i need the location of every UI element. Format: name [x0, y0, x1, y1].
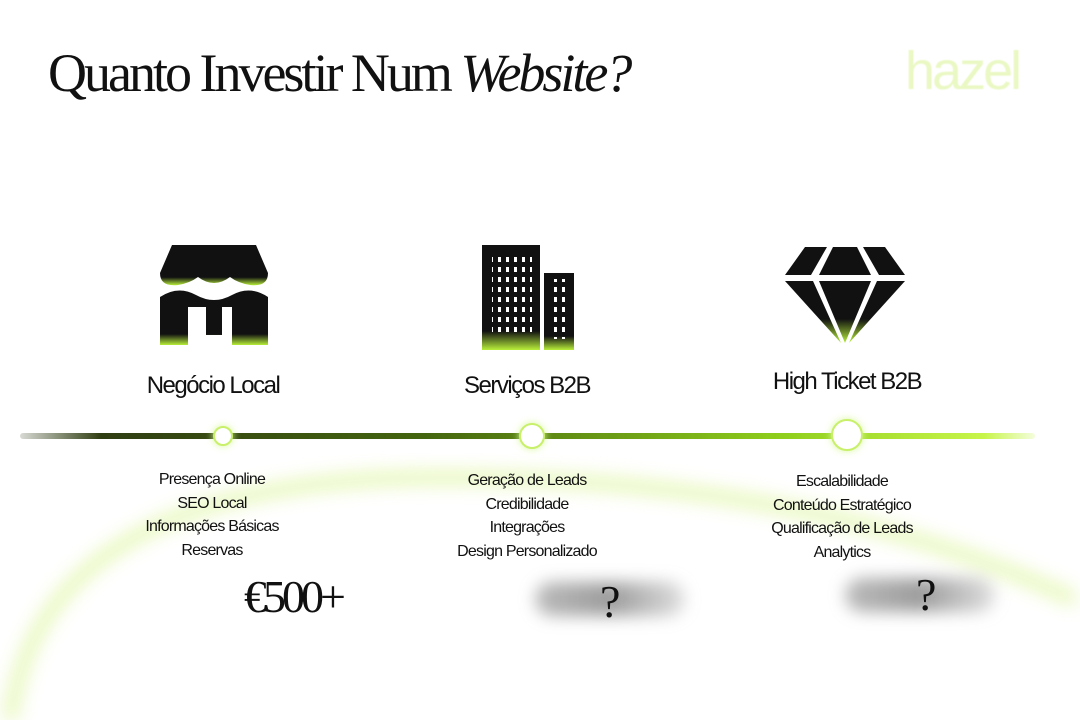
feature-list: Escalabilidade Conteúdo Estratégico Qual…	[692, 470, 992, 564]
feature-item: Geração de Leads	[467, 472, 588, 489]
blurred-price	[535, 582, 685, 616]
tier-heading: Negócio Local	[146, 372, 281, 399]
diamond-icon	[785, 247, 905, 343]
feature-list: Presença Online SEO Local Informações Bá…	[62, 468, 362, 562]
office-buildings-icon	[482, 245, 574, 350]
price: ?	[916, 569, 937, 620]
timeline-node	[213, 426, 233, 446]
timeline-node	[519, 423, 545, 449]
feature-item: Conteúdo Estratégico	[773, 496, 912, 514]
feature-item: Qualificação de Leads	[771, 520, 913, 537]
feature-item: Analytics	[813, 543, 872, 561]
feature-item: Credibilidade	[485, 495, 570, 513]
tier-heading: High Ticket B2B	[772, 368, 923, 395]
storefront-icon	[160, 245, 268, 345]
page-title: Quanto Investir Num Website?	[48, 43, 632, 103]
feature-list: Geração de Leads Credibilidade Integraçõ…	[377, 469, 677, 563]
feature-item: Informações Básicas	[145, 518, 279, 535]
feature-item: Escalabilidade	[796, 473, 889, 490]
timeline-node	[831, 419, 863, 451]
feature-item: Integrações	[489, 519, 566, 536]
hazel-logo: hazel	[905, 41, 1022, 101]
price: €500+	[244, 571, 346, 622]
feature-item: Reservas	[181, 541, 243, 559]
price: ?	[600, 576, 621, 627]
feature-item: SEO Local	[177, 494, 247, 512]
tier-heading: Serviços B2B	[463, 372, 592, 399]
feature-item: Design Personalizado	[457, 542, 597, 560]
blurred-price	[845, 578, 995, 612]
feature-item: Presença Online	[158, 471, 266, 488]
